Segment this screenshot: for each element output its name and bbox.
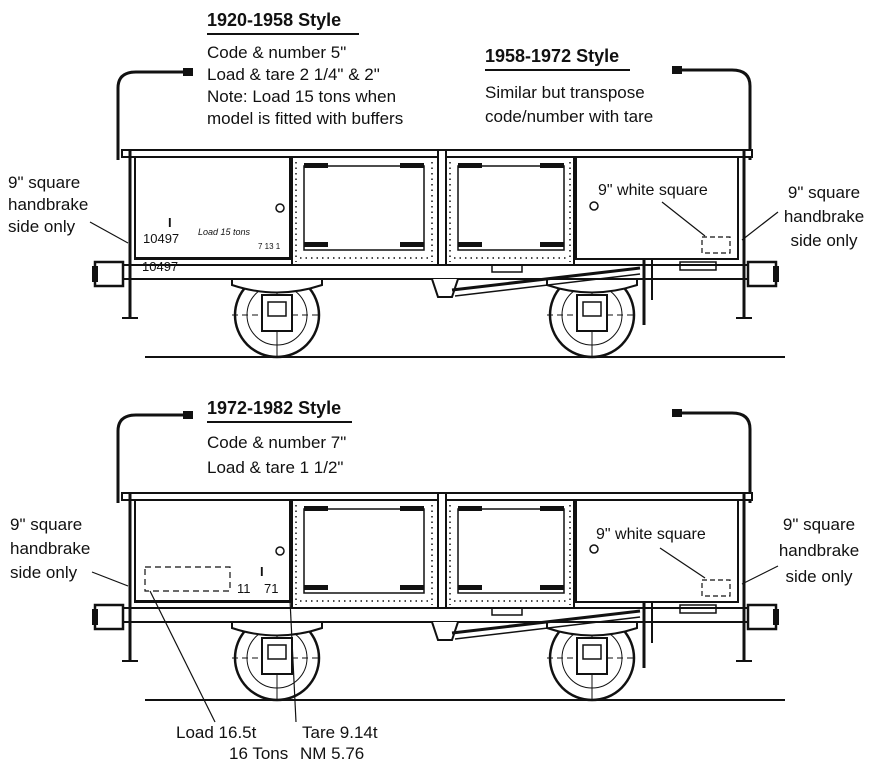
style-1920-line: model is fitted with buffers bbox=[207, 109, 404, 128]
style-1958-line: code/number with tare bbox=[485, 107, 654, 126]
style-1972-line: Load & tare 1 1/2" bbox=[207, 458, 344, 477]
top-wagon-drawing bbox=[90, 64, 787, 360]
tons-value: 16 Tons bbox=[229, 744, 289, 763]
right-handbrake-note: side only bbox=[790, 231, 858, 250]
tare-value: Tare 9.14t bbox=[302, 723, 378, 742]
load-value: Load 16.5t bbox=[176, 723, 257, 742]
left-handbrake-note: 9" square bbox=[10, 515, 83, 534]
style-1920-line: Note: Load 15 tons when bbox=[207, 87, 397, 106]
left-handbrake-note: side only bbox=[8, 217, 76, 236]
white-square-label: 9" white square bbox=[596, 526, 706, 543]
style-1920-heading: 1920-1958 Style bbox=[207, 10, 342, 30]
code-a: 11 bbox=[237, 581, 251, 596]
style-1958-heading: 1958-1972 Style bbox=[485, 46, 620, 66]
wagon-number: 10497 bbox=[142, 259, 179, 274]
left-handbrake-note: handbrake bbox=[8, 195, 89, 214]
right-handbrake-note: handbrake bbox=[778, 541, 860, 560]
style-1920-line: Code & number 5" bbox=[207, 43, 347, 62]
code-b: 71 bbox=[264, 581, 279, 596]
left-handbrake-note: handbrake bbox=[10, 539, 91, 558]
tare-small: 7 13 1 bbox=[258, 242, 281, 251]
style-1972-heading: 1972-1982 Style bbox=[207, 398, 342, 418]
style-1972-line: Code & number 7" bbox=[207, 433, 347, 452]
bottom-wagon-drawing bbox=[90, 407, 787, 703]
right-handbrake-note: 9" square bbox=[782, 515, 856, 534]
heading-underline bbox=[207, 33, 359, 35]
white-square-label: 9" white square bbox=[598, 182, 708, 199]
right-handbrake-note: handbrake bbox=[783, 207, 865, 226]
wagon-number: 10497 bbox=[143, 231, 180, 246]
mark-i: I bbox=[260, 564, 264, 579]
left-handbrake-note: 9" square bbox=[8, 173, 81, 192]
right-handbrake-note: 9" square bbox=[787, 183, 861, 202]
load-script: Load 15 tons bbox=[198, 227, 251, 237]
heading-underline bbox=[485, 69, 630, 71]
right-handbrake-note: side only bbox=[785, 567, 853, 586]
left-handbrake-note: side only bbox=[10, 563, 78, 582]
style-1958-line: Similar but transpose bbox=[485, 83, 645, 102]
style-1920-line: Load & tare 2 1/4" & 2" bbox=[207, 65, 380, 84]
heading-underline bbox=[207, 421, 352, 423]
mark-i: I bbox=[168, 215, 172, 230]
nm-value: NM 5.76 bbox=[300, 744, 365, 763]
